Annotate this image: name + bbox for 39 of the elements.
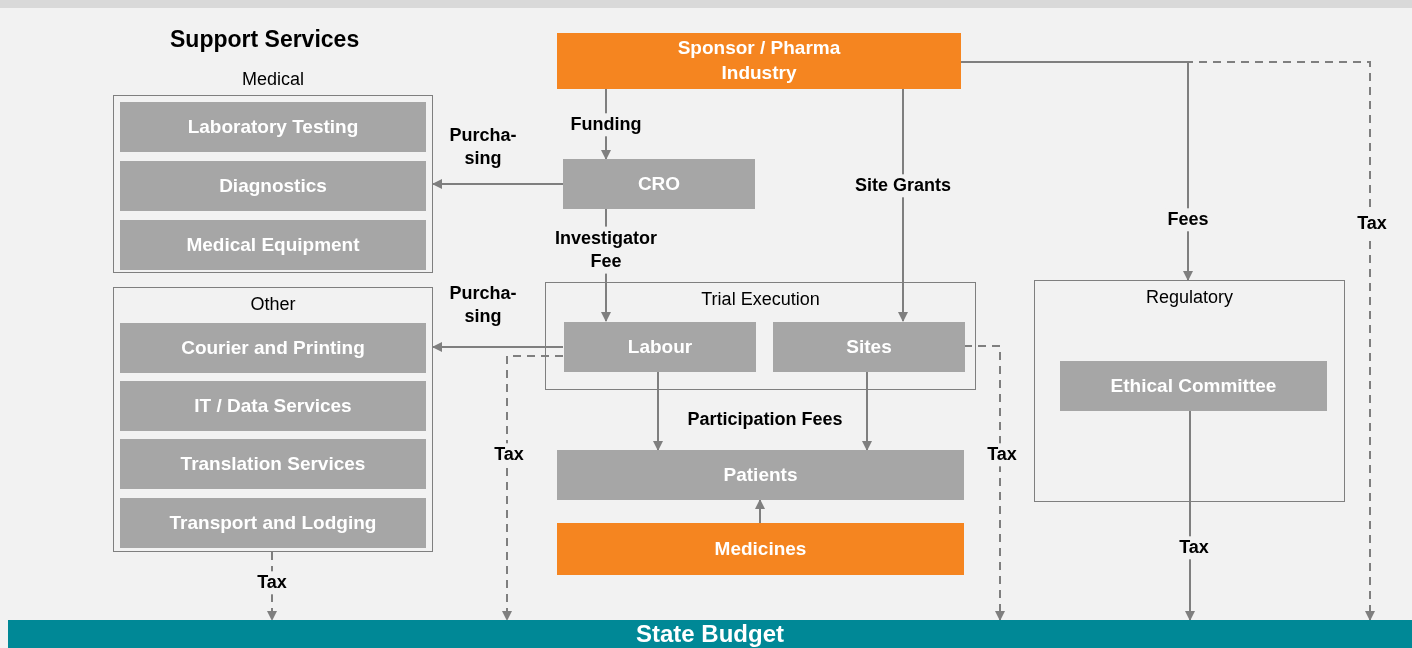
edge-label: Tax: [985, 443, 1019, 467]
highlight-box: Sponsor / Pharma Industry: [557, 33, 961, 89]
arrow: [432, 179, 564, 189]
arrow: [267, 551, 277, 621]
group-box: [545, 282, 976, 390]
group-heading: Trial Execution: [700, 288, 821, 311]
section-heading: Support Services: [170, 26, 360, 53]
group-box: [1034, 280, 1345, 502]
arrow: [755, 499, 765, 524]
edge-label: Fees: [1165, 208, 1211, 232]
process-box: Courier and Printing: [120, 323, 426, 373]
budget-bar: State Budget: [8, 620, 1412, 648]
process-box: IT / Data Services: [120, 381, 426, 431]
arrow: [1185, 409, 1195, 621]
highlight-box: Medicines: [557, 523, 964, 575]
process-box: Diagnostics: [120, 161, 426, 211]
process-box: Transport and Lodging: [120, 498, 426, 548]
process-box: Laboratory Testing: [120, 102, 426, 152]
process-box: Translation Services: [120, 439, 426, 489]
arrow: [502, 355, 564, 621]
edge-label: Tax: [1177, 536, 1211, 560]
group-heading: Regulatory: [1144, 286, 1234, 309]
edge-label: Site Grants: [853, 174, 953, 198]
edge-label: Tax: [1355, 212, 1389, 236]
group-heading: Other: [249, 293, 297, 316]
arrow: [432, 342, 564, 352]
group-heading: Medical: [241, 68, 305, 91]
group-box: [113, 287, 433, 552]
edge-label: Funding: [568, 113, 644, 137]
process-box: Labour: [564, 322, 756, 372]
arrow: [898, 88, 908, 322]
process-box: CRO: [563, 159, 755, 209]
process-box: Sites: [773, 322, 965, 372]
arrow: [653, 370, 663, 451]
process-box: Medical Equipment: [120, 220, 426, 270]
arrow: [862, 370, 872, 451]
process-box: Patients: [557, 450, 964, 500]
edge-label: Tax: [255, 571, 289, 595]
process-box: Ethical Committee: [1060, 361, 1327, 411]
